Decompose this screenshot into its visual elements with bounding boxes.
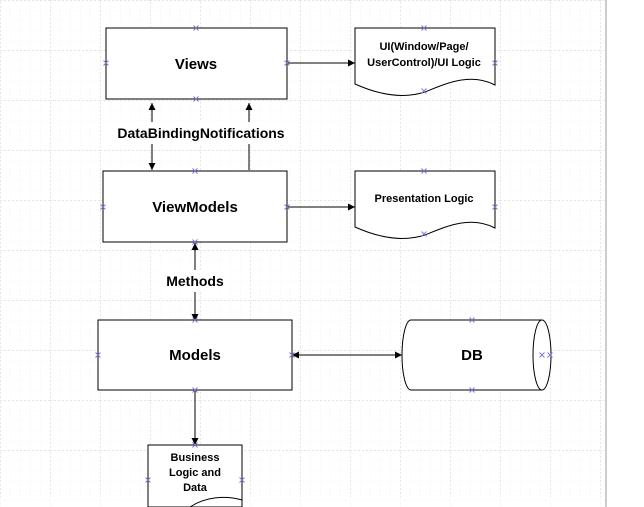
bottom-strip <box>0 497 605 507</box>
presentation-logic-document[interactable]: Presentation Logic <box>354 170 496 239</box>
connection-handle-icon[interactable] <box>100 204 106 210</box>
connection-handle-icon[interactable] <box>192 317 198 323</box>
connection-handle-icon[interactable] <box>145 477 151 483</box>
connection-handle-icon[interactable] <box>193 96 199 102</box>
connection-handle-icon[interactable] <box>539 352 545 358</box>
connection-handle-icon[interactable] <box>192 442 198 448</box>
connection-handle-icon[interactable] <box>421 88 427 94</box>
connection-handle-icon[interactable] <box>547 352 553 358</box>
connection-handle-icon[interactable] <box>192 387 198 393</box>
db-label: DB <box>461 347 483 364</box>
connection-handle-icon[interactable] <box>103 60 109 66</box>
connection-handle-icon[interactable] <box>284 60 290 66</box>
databinding-notifications-label: DataBindingNotifications <box>117 125 284 141</box>
models-label: Models <box>169 347 221 364</box>
connection-handle-icon[interactable] <box>421 231 427 237</box>
methods-label-bg <box>160 270 230 292</box>
grid-background <box>0 0 605 507</box>
connection-handle-icon[interactable] <box>421 168 427 174</box>
databinding-label-bg <box>104 122 298 144</box>
business-logic-document[interactable]: Business Logic and Data <box>147 444 243 507</box>
business-label-line2: Logic and <box>169 467 221 479</box>
ui-label-line1: UI(Window/Page/ <box>379 41 468 53</box>
ui-logic-document[interactable]: UI(Window/Page/ UserControl)/UI Logic <box>354 27 496 96</box>
business-label-line1: Business <box>171 452 220 464</box>
views-label: Views <box>175 56 217 73</box>
viewmodels-label: ViewModels <box>152 199 238 216</box>
connection-handles <box>95 25 553 483</box>
connection-handle-icon[interactable] <box>192 168 198 174</box>
business-label-line3: Data <box>183 482 208 494</box>
viewmodels-box[interactable]: ViewModels <box>102 170 288 243</box>
connection-handle-icon[interactable] <box>95 352 101 358</box>
connection-handle-icon[interactable] <box>289 352 295 358</box>
models-box[interactable]: Models <box>97 319 293 391</box>
connection-handle-icon[interactable] <box>492 204 498 210</box>
db-cylinder[interactable]: DB <box>401 319 552 391</box>
connection-handle-icon[interactable] <box>469 317 475 323</box>
connection-handle-icon[interactable] <box>469 387 475 393</box>
methods-label: Methods <box>166 273 224 289</box>
presentation-logic-label: Presentation Logic <box>374 193 473 205</box>
connection-handle-icon[interactable] <box>239 477 245 483</box>
connection-handle-icon[interactable] <box>193 25 199 31</box>
ui-label-line2: UserControl)/UI Logic <box>367 57 481 69</box>
connection-handle-icon[interactable] <box>492 60 498 66</box>
connection-handle-icon[interactable] <box>421 25 427 31</box>
views-box[interactable]: Views <box>105 27 288 100</box>
connection-handle-icon[interactable] <box>192 239 198 245</box>
connection-handle-icon[interactable] <box>284 204 290 210</box>
